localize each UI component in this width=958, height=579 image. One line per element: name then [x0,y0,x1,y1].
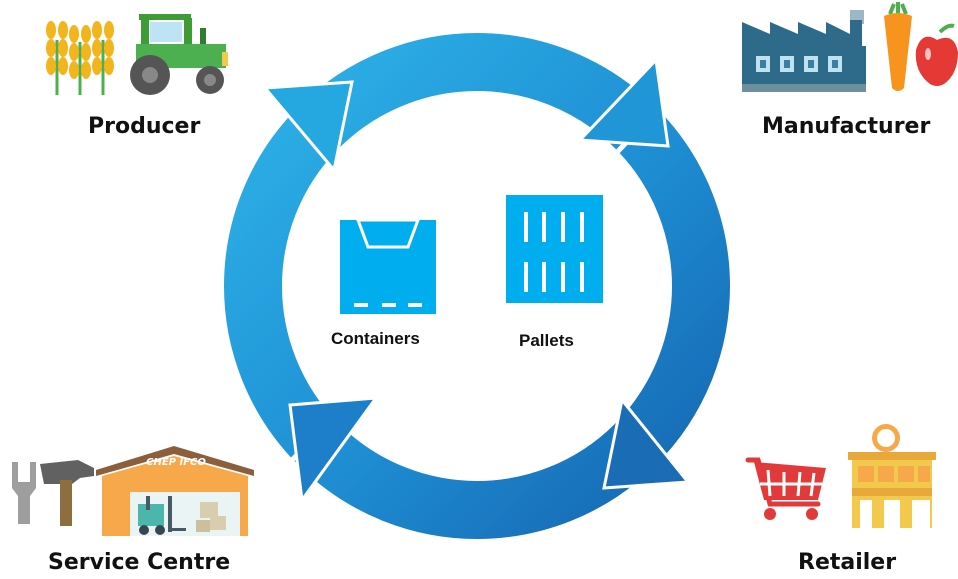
cycle-arc [224,33,730,539]
pallets-label: Pallets [519,331,574,350]
pallet-icon [506,195,603,303]
arrow-head-producer [261,80,354,174]
arrow-head-service [288,396,380,504]
producer-label: Producer [88,114,201,139]
containers-label: Containers [331,329,420,348]
hammer-icon [40,460,94,526]
manufacturer-label: Manufacturer [762,114,931,139]
arrow-head-retailer [602,396,691,490]
apple-icon [915,23,958,86]
carrot-icon [884,2,912,91]
forklift-icon [138,496,186,535]
wheat-icon [46,21,114,95]
arrow-head-manufacturer [576,56,670,148]
tractor-icon [130,14,228,95]
service-centre-label: Service Centre [48,550,231,575]
shopping-cart-icon [745,457,826,520]
container-icon [340,218,436,314]
cycle-ring [224,33,730,539]
factory-icon [742,10,866,92]
wrench-icon [12,462,36,524]
store-icon [848,424,936,528]
warehouse-sign: CHEP IFCO [146,457,206,468]
retailer-label: Retailer [798,550,897,575]
